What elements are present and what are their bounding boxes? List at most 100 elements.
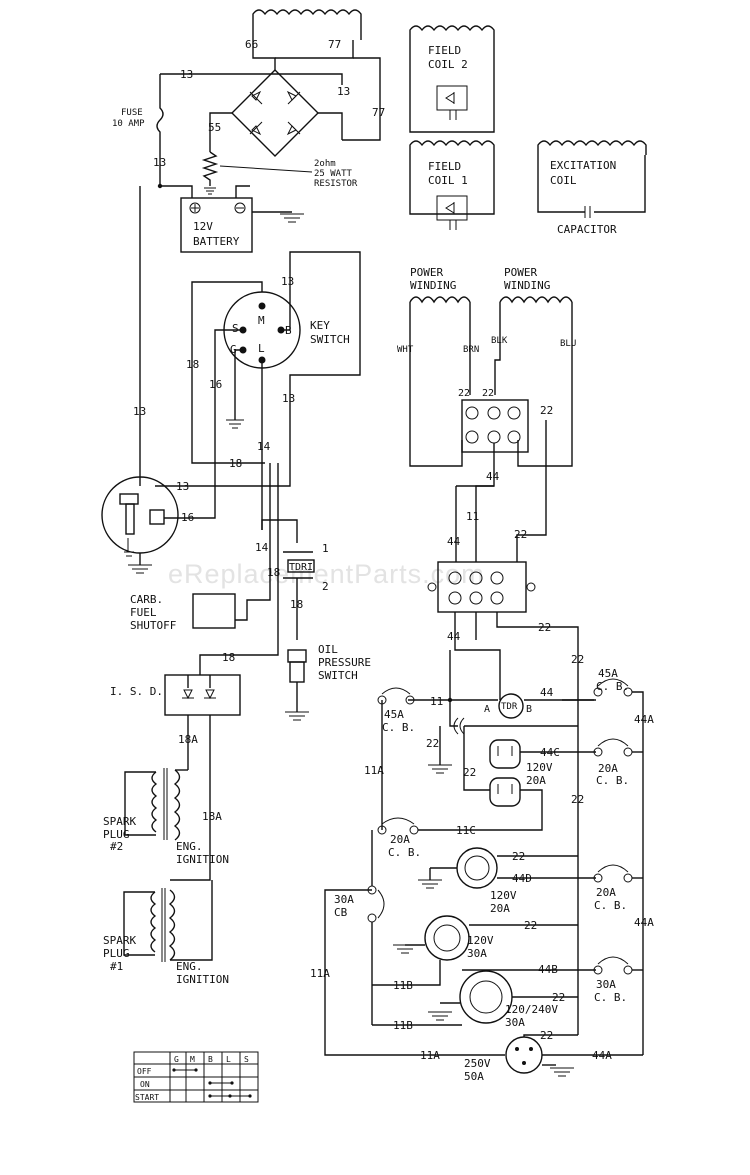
svg-text:C. B.: C. B. [594, 899, 627, 912]
fuse [156, 74, 164, 186]
svg-text:22: 22 [514, 528, 527, 541]
svg-text:77: 77 [372, 106, 385, 119]
svg-text:SHUTOFF: SHUTOFF [130, 619, 176, 632]
receptacle-120v-20a [456, 847, 498, 889]
svg-text:13: 13 [281, 275, 294, 288]
svg-text:L: L [226, 1055, 231, 1064]
svg-text:25 WATT: 25 WATT [314, 169, 353, 179]
svg-text:13: 13 [337, 85, 350, 98]
component-labels: FUSE 10 AMP 2ohm 25 WATT RESISTOR 12V BA… [103, 44, 629, 1083]
svg-text:ENG.: ENG. [176, 840, 203, 853]
svg-text:WINDING: WINDING [410, 279, 456, 292]
svg-text:13: 13 [153, 156, 166, 169]
svg-text:PRESSURE: PRESSURE [318, 656, 371, 669]
rotor-coil [252, 9, 381, 141]
svg-text:16: 16 [209, 378, 222, 391]
svg-text:SPARK: SPARK [103, 815, 136, 828]
svg-text:BLU: BLU [560, 339, 576, 349]
svg-text:I. S. D.: I. S. D. [110, 685, 163, 698]
duplex-receptacle [489, 739, 521, 807]
svg-text:18A: 18A [202, 810, 222, 823]
isd-module [164, 674, 241, 716]
oil-pressure-switch [285, 649, 309, 721]
svg-text:16: 16 [181, 511, 194, 524]
svg-text:11A: 11A [420, 1049, 440, 1062]
svg-text:44B: 44B [538, 963, 558, 976]
svg-text:20A: 20A [598, 762, 618, 775]
svg-text:11B: 11B [393, 979, 413, 992]
svg-text:G: G [174, 1055, 179, 1064]
starter-solenoid [101, 476, 179, 574]
svg-text:CARB.: CARB. [130, 593, 163, 606]
svg-text:L: L [258, 342, 265, 355]
svg-text:M: M [190, 1055, 195, 1064]
svg-text:120V: 120V [490, 889, 517, 902]
svg-text:30A: 30A [467, 947, 487, 960]
svg-text:2: 2 [322, 580, 329, 593]
bridge-rectifier [160, 69, 343, 157]
svg-text:POWER: POWER [410, 266, 443, 279]
svg-text:18: 18 [229, 457, 242, 470]
tdr-relay [498, 693, 524, 719]
svg-text:POWER: POWER [504, 266, 537, 279]
resistor [201, 151, 313, 195]
svg-text:22: 22 [540, 1029, 553, 1042]
svg-text:COIL 2: COIL 2 [428, 58, 468, 71]
svg-text:2ohm: 2ohm [314, 159, 336, 169]
svg-text:14: 14 [257, 440, 271, 453]
svg-text:TDR: TDR [501, 702, 518, 712]
svg-text:C. B.: C. B. [596, 680, 629, 693]
svg-text:SWITCH: SWITCH [318, 669, 358, 682]
svg-text:22: 22 [463, 766, 476, 779]
power-winding-2 [494, 296, 573, 467]
svg-text:22: 22 [426, 737, 439, 750]
svg-text:10 AMP: 10 AMP [112, 119, 145, 129]
svg-text:C. B.: C. B. [596, 774, 629, 787]
svg-text:OFF: OFF [137, 1067, 152, 1076]
terminal-block-lower [427, 561, 536, 613]
field-coil-2 [409, 25, 495, 133]
svg-text:COIL: COIL [550, 174, 577, 187]
svg-text:CB: CB [334, 906, 348, 919]
svg-text:22: 22 [571, 793, 584, 806]
svg-text:44D: 44D [512, 872, 532, 885]
svg-text:PLUG: PLUG [103, 828, 130, 841]
svg-text:44A: 44A [634, 713, 654, 726]
svg-text:COIL 1: COIL 1 [428, 174, 468, 187]
svg-text:11: 11 [466, 510, 479, 523]
svg-text:11C: 11C [456, 824, 476, 837]
svg-text:C. B.: C. B. [388, 846, 421, 859]
power-winding-1 [409, 296, 471, 467]
svg-text:13: 13 [180, 68, 193, 81]
svg-text:45A: 45A [384, 708, 404, 721]
svg-text:WHT: WHT [397, 345, 414, 355]
svg-text:22: 22 [458, 388, 470, 399]
svg-text:120/240V: 120/240V [505, 1003, 558, 1016]
svg-text:FIELD: FIELD [428, 160, 461, 173]
svg-text:SWITCH: SWITCH [310, 333, 350, 346]
svg-text:A: A [484, 704, 490, 715]
svg-text:12V: 12V [193, 220, 213, 233]
svg-text:14: 14 [255, 541, 269, 554]
breaker-20a-b [593, 864, 633, 883]
svg-text:11A: 11A [310, 967, 330, 980]
svg-text:11B: 11B [393, 1019, 413, 1032]
svg-text:44A: 44A [592, 1049, 612, 1062]
svg-text:BATTERY: BATTERY [193, 235, 240, 248]
svg-text:B: B [208, 1055, 213, 1064]
wire-numbers: 66 77 77 13 13 13 55 13 13 18 16 13 14 1… [133, 38, 654, 1062]
battery [180, 197, 253, 253]
svg-text:CAPACITOR: CAPACITOR [557, 223, 617, 236]
svg-text:30A: 30A [596, 978, 616, 991]
svg-text:18: 18 [290, 598, 303, 611]
svg-text:START: START [135, 1093, 159, 1102]
svg-text:44: 44 [486, 470, 500, 483]
svg-text:44A: 44A [634, 916, 654, 929]
excitation-coil [537, 140, 647, 218]
svg-text:ON: ON [140, 1080, 150, 1089]
svg-text:66: 66 [245, 38, 258, 51]
svg-text:M: M [258, 314, 265, 327]
svg-text:TDRI: TDRI [289, 562, 313, 573]
svg-text:C. B.: C. B. [594, 991, 627, 1004]
